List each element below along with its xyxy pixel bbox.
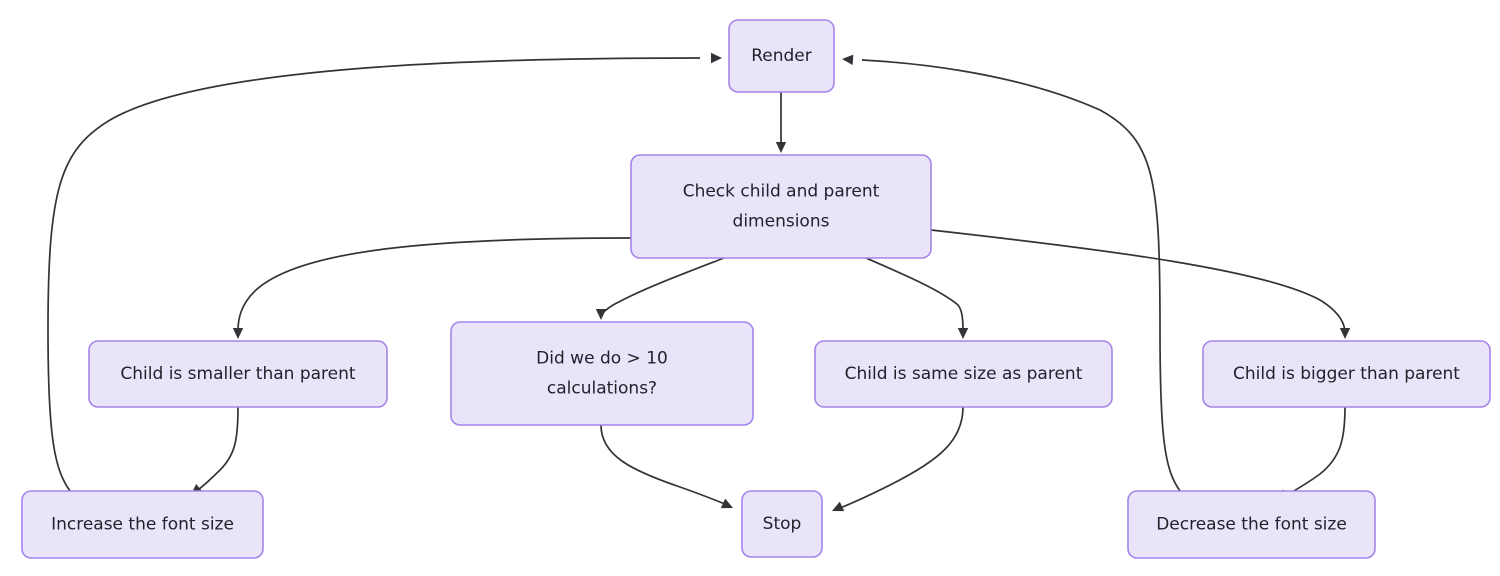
node-shape[interactable] (814, 340, 1113, 408)
edge-render-to-check (775, 92, 787, 153)
node-stop[interactable]: Stop (741, 490, 823, 558)
edge-line (197, 406, 239, 491)
node-decrease[interactable]: Decrease the font size (1127, 490, 1376, 559)
edge-check-to-same (865, 257, 969, 339)
node-shape[interactable] (1202, 340, 1491, 408)
arrow-head-icon (720, 498, 733, 509)
edge-line (930, 229, 1346, 332)
node-shape[interactable] (728, 19, 835, 93)
edge-bigger-to-decrease (1277, 406, 1346, 500)
edge-same-to-stop (832, 406, 964, 512)
arrow-head-icon (1339, 328, 1351, 339)
edge-check-to-calculations (595, 257, 725, 320)
arrow-head-icon (711, 52, 722, 64)
node-increase[interactable]: Increase the font size (21, 490, 264, 559)
edge-check-to-bigger (930, 229, 1351, 339)
node-shape[interactable] (1127, 490, 1376, 559)
edge-check-to-smaller (232, 237, 632, 339)
node-shape[interactable] (88, 340, 388, 408)
arrow-head-icon (957, 328, 969, 339)
node-shape[interactable] (21, 490, 264, 559)
edge-line (600, 424, 726, 505)
node-shape[interactable] (450, 321, 754, 426)
edge-line (47, 57, 701, 492)
arrow-head-icon (775, 142, 787, 153)
arrow-head-icon (232, 328, 244, 339)
edge-decrease-to-render (842, 54, 1181, 492)
edges-layer (47, 52, 1351, 512)
node-shape[interactable] (630, 154, 932, 259)
edge-line (600, 257, 725, 315)
edge-smaller-to-increase (191, 406, 239, 495)
arrow-head-icon (832, 501, 845, 512)
arrow-head-icon (595, 309, 607, 320)
edge-line (861, 59, 1181, 492)
edge-line (1284, 406, 1346, 497)
node-shape[interactable] (741, 490, 823, 558)
node-smaller[interactable]: Child is smaller than parent (88, 340, 388, 408)
edge-line (237, 237, 632, 332)
arrow-head-icon (842, 54, 854, 65)
node-same[interactable]: Child is same size as parent (814, 340, 1113, 408)
edge-increase-to-render (47, 52, 722, 492)
node-bigger[interactable]: Child is bigger than parent (1202, 340, 1491, 408)
node-render[interactable]: Render (728, 19, 835, 93)
edge-line (865, 257, 964, 332)
edge-line (839, 406, 964, 509)
edge-calculations-to-stop (600, 424, 733, 509)
